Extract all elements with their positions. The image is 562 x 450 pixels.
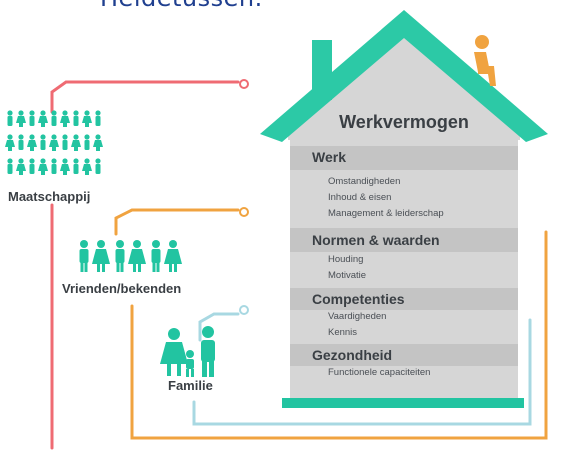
house-roof — [260, 10, 548, 142]
section-werk-title: Werk — [312, 149, 346, 165]
page-title-fragment: Heldetussen. — [100, 0, 263, 12]
normen-band — [290, 228, 518, 252]
werk-band — [290, 146, 518, 170]
sitting-person-icon — [474, 35, 496, 86]
house-title: Werkvermogen — [339, 112, 469, 132]
competenties-item: Vaardigheden — [328, 311, 387, 322]
section-normen-title: Normen & waarden — [312, 232, 440, 248]
familie-connector-end — [239, 305, 249, 315]
werk-item: Management & leiderschap — [328, 208, 444, 219]
competenties-item: Kennis — [328, 327, 358, 338]
familie-label: Familie — [168, 378, 213, 393]
vrienden-connector-loop — [130, 230, 548, 440]
werk-item: Omstandigheden — [328, 176, 401, 187]
chimney — [312, 40, 332, 100]
normen-item: Houding — [328, 254, 364, 265]
house-attic-wall — [288, 30, 520, 140]
maatschappij-people-icon — [5, 110, 103, 175]
vrienden-label: Vrienden/bekenden — [62, 281, 182, 296]
section-competenties-title: Competenties — [312, 291, 405, 307]
gezondheid-band — [290, 344, 518, 366]
familie-people-icon — [160, 326, 215, 377]
normen-item: Motivatie — [328, 270, 367, 281]
gezondheid-item: Functionele capaciteiten — [328, 367, 431, 378]
maatschappij-connector-end — [239, 79, 249, 89]
competenties-band — [290, 288, 518, 310]
house-floor — [282, 398, 524, 408]
werk-item: Inhoud & eisen — [328, 192, 392, 203]
maatschappij-connector-top — [50, 80, 240, 114]
familie-connector-top — [198, 312, 240, 342]
vrienden-people-icon — [79, 240, 182, 272]
maatschappij-label: Maatschappij — [8, 189, 91, 204]
section-gezondheid-title: Gezondheid — [312, 347, 393, 363]
familie-connector-loop — [192, 318, 532, 426]
vrienden-connector-end — [239, 207, 249, 217]
vrienden-connector-top — [114, 208, 240, 236]
